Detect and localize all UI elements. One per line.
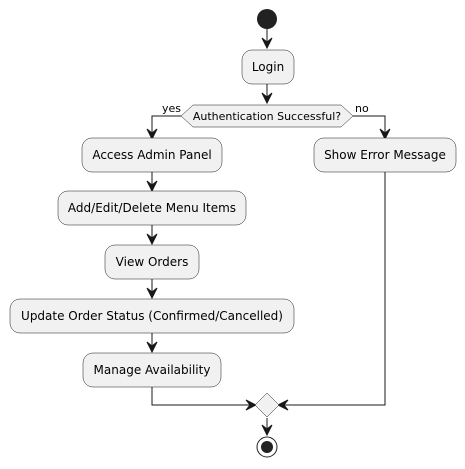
activity-edit-menu-items-label: Add/Edit/Delete Menu Items bbox=[68, 201, 236, 215]
branch-no-label: no bbox=[355, 102, 369, 115]
activity-view-orders-label: View Orders bbox=[116, 255, 189, 269]
activity-show-error-message-label: Show Error Message bbox=[324, 148, 446, 162]
activity-view-orders: View Orders bbox=[104, 244, 200, 280]
activity-update-order-status: Update Order Status (Confirmed/Cancelled… bbox=[9, 298, 295, 334]
activity-update-order-status-label: Update Order Status (Confirmed/Cancelled… bbox=[21, 309, 283, 323]
decision-authentication: Authentication Successful? bbox=[180, 104, 354, 128]
activity-access-admin-panel-label: Access Admin Panel bbox=[92, 148, 211, 162]
activity-manage-availability: Manage Availability bbox=[82, 352, 222, 388]
branch-yes-label: yes bbox=[162, 102, 181, 115]
activity-edit-menu-items: Add/Edit/Delete Menu Items bbox=[57, 190, 247, 226]
activity-manage-availability-label: Manage Availability bbox=[94, 363, 211, 377]
edges bbox=[146, 29, 391, 437]
activity-login: Login bbox=[241, 49, 295, 85]
activity-show-error-message: Show Error Message bbox=[313, 137, 457, 173]
merge-node bbox=[254, 392, 280, 418]
activity-access-admin-panel: Access Admin Panel bbox=[81, 137, 223, 173]
start-node bbox=[257, 9, 277, 29]
decision-question: Authentication Successful? bbox=[193, 110, 341, 123]
activity-login-label: Login bbox=[252, 60, 284, 74]
end-node bbox=[256, 436, 278, 458]
